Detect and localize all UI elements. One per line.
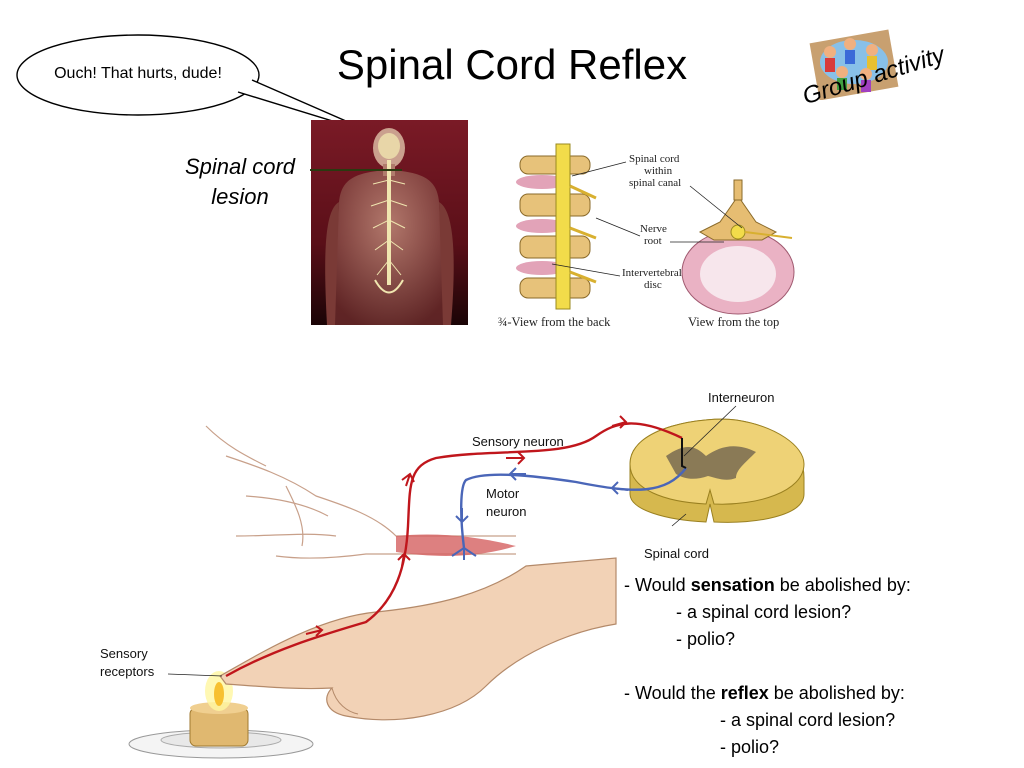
caption-view-top: View from the top: [688, 315, 779, 329]
q2-bold: reflex: [720, 683, 769, 703]
lesion-marker-line: [310, 169, 402, 171]
human-back-image: [311, 120, 468, 325]
spine-anatomy-figure: Spinal cord within spinal canal Nerve ro…: [498, 143, 795, 329]
interneuron: [681, 438, 687, 469]
caption-view-back: ¾-View from the back: [498, 315, 611, 329]
q2-prefix: - Would the: [624, 683, 721, 703]
label-spinal-cord-within: Spinal cord: [629, 153, 680, 165]
vertebral-column: [516, 143, 597, 310]
label-sensory: Sensory: [100, 646, 148, 661]
candle: [128, 671, 314, 759]
label-intervertebral: Intervertebral: [622, 267, 682, 279]
q1-suffix: be abolished by:: [774, 575, 911, 595]
question-2: - Would the reflex be abolished by:: [624, 680, 1014, 707]
q1-prefix: - Would: [624, 575, 691, 595]
questions-block: - Would sensation be abolished by: - a s…: [624, 572, 1014, 761]
sensory-neuron-path: [225, 422, 683, 678]
vertebra-top-view: [681, 179, 795, 315]
spinal-cord-cross-section: [629, 418, 805, 523]
label-within: within: [644, 165, 673, 177]
label-nerve: Nerve: [640, 223, 667, 235]
label-disc: disc: [644, 279, 662, 291]
question-1-option-b: - polio?: [676, 629, 736, 649]
question-1: - Would sensation be abolished by:: [624, 572, 1014, 599]
speech-bubble-text: Ouch! That hurts, dude!: [54, 65, 222, 82]
q1-bold: sensation: [690, 575, 775, 595]
lesion-label-line1: Spinal cord: [184, 154, 296, 179]
motor-neuron-path: [460, 467, 687, 549]
label-neuron: neuron: [486, 504, 526, 519]
motor-neuron-terminal: [451, 547, 477, 560]
lower-arm: [219, 557, 617, 721]
label-motor: Motor: [486, 486, 520, 501]
motor-arrows: [455, 467, 629, 524]
label-receptors: receptors: [100, 664, 155, 679]
lesion-label: Spinal cord lesion: [160, 152, 320, 212]
label-spinal-cord: Spinal cord: [644, 546, 709, 561]
q2-suffix: be abolished by:: [768, 683, 905, 703]
label-spinal-canal: spinal canal: [629, 177, 681, 189]
question-1-option-a: - a spinal cord lesion?: [676, 602, 852, 622]
question-2-option-a: - a spinal cord lesion?: [720, 710, 896, 730]
label-sensory-neuron: Sensory neuron: [472, 434, 564, 449]
lesion-label-line2: lesion: [211, 184, 269, 209]
question-2-option-b: - polio?: [720, 737, 780, 757]
group-activity-clipart: [809, 29, 899, 100]
slide-title: Spinal Cord Reflex: [336, 41, 688, 88]
muscle: [396, 534, 516, 556]
sensory-arrows: [305, 415, 628, 637]
upper-hand-sketch: [205, 425, 516, 559]
label-root: root: [644, 235, 662, 247]
label-interneuron: Interneuron: [708, 390, 775, 405]
reflex-arc-figure: Interneuron Sensory neuron Motor neuron …: [100, 390, 805, 759]
